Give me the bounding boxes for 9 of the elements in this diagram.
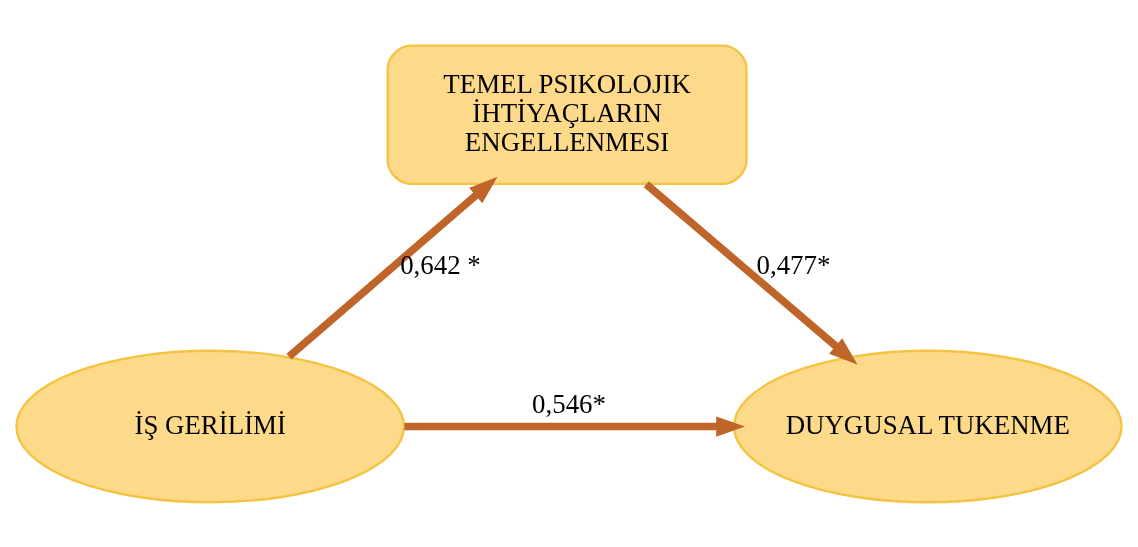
- node-ellipse: DUYGUSAL TUKENME: [732, 349, 1123, 503]
- edge-label: 0,477*: [756, 249, 831, 280]
- arrow: [404, 415, 746, 437]
- arrow: [286, 176, 498, 360]
- edge-label: 0,642 *: [400, 249, 481, 280]
- node-ellipse: İŞ GERİLİMİ: [15, 349, 406, 503]
- arrow: [643, 180, 858, 365]
- edge-label: 0,546*: [532, 388, 606, 419]
- node-box: TEMEL PSIKOLOJIK İHTİYAÇLARIN ENGELLENMESI: [386, 44, 748, 185]
